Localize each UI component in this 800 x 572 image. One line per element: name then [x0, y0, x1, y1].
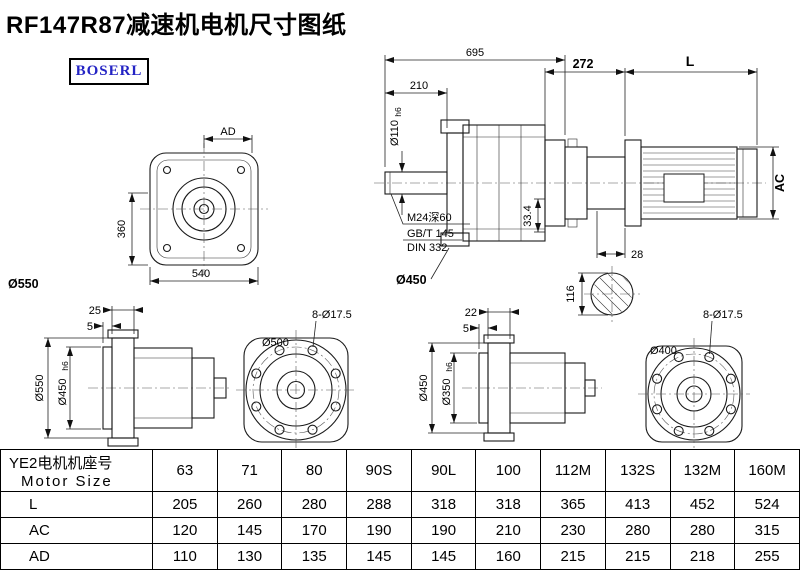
dim-210: 210 — [410, 80, 428, 92]
size-col-90s: 90S — [346, 449, 412, 492]
size-col-63: 63 — [152, 449, 218, 492]
size-col-71: 71 — [216, 449, 283, 492]
cell-l-8: 452 — [669, 491, 736, 518]
cell-ac-9: 315 — [734, 517, 800, 544]
view-flange450-side: 22 5 Ø450 Ø350 h6 — [418, 307, 602, 442]
cell-l-9: 524 — [734, 491, 800, 518]
dim-l: L — [686, 53, 695, 69]
dim-28: 28 — [631, 249, 643, 261]
dim-116: 116 — [565, 285, 577, 303]
dim-540: 540 — [192, 268, 210, 280]
dim-272: 272 — [573, 57, 594, 71]
dim-od-450: Ø450 — [418, 375, 430, 402]
cell-l-7: 413 — [604, 491, 671, 518]
dim-ad: AD — [220, 126, 235, 138]
view-gearmotor-side: 695 210 Ø110 h6 M24深60 GB/T 145 DIN 332 … — [374, 47, 787, 322]
header-line2: Motor Size — [21, 472, 113, 490]
table-row-ad: AD 110 130 135 145 145 160 215 215 218 2… — [0, 543, 800, 570]
cell-l-2: 280 — [281, 491, 348, 518]
row-label-l: L — [0, 491, 153, 518]
cell-ac-3: 190 — [346, 517, 412, 544]
cell-ac-4: 190 — [410, 517, 477, 544]
boserl-logo-text: BOSERL — [75, 63, 143, 79]
note-standard-gbt: GB/T 145 — [407, 228, 454, 240]
cell-ad-8: 218 — [669, 543, 736, 570]
view-housing-front: AD 360 540 Ø550 — [8, 126, 268, 291]
dim-spigot-450-tol: h6 — [60, 361, 70, 371]
size-col-112m: 112M — [540, 449, 606, 492]
page-title: RF147R87减速机电机尺寸图纸 — [6, 12, 347, 39]
cell-ac-8: 280 — [669, 517, 736, 544]
technical-drawing: AD 360 540 Ø550 — [8, 47, 787, 448]
row-label-ad: AD — [0, 543, 153, 570]
cell-ac-7: 280 — [604, 517, 671, 544]
dim-5a: 5 — [87, 321, 93, 333]
label-shaft-tolerance: h6 — [393, 107, 403, 117]
label-flange-450: Ø450 — [396, 273, 427, 287]
header-line1: YE2电机机座号 — [9, 454, 113, 472]
view-flange450-front: 8-Ø17.5 Ø400 — [638, 309, 750, 448]
label-shaft-diameter: Ø110 — [389, 120, 401, 146]
dim-ac: AC — [773, 174, 787, 192]
boserl-logo: BOSERL — [69, 58, 149, 85]
view-flange550-front: 8-Ø17.5 Ø500 — [236, 309, 356, 448]
cell-l-5: 318 — [475, 491, 542, 518]
dim-spigot-450: Ø450 — [57, 379, 69, 406]
dim-od-550: Ø550 — [34, 375, 46, 402]
size-col-90l: 90L — [410, 449, 477, 492]
cell-ad-2: 135 — [281, 543, 348, 570]
label-bolt-circle-400: Ø400 — [650, 345, 677, 357]
cell-ac-2: 170 — [281, 517, 348, 544]
cell-l-1: 260 — [216, 491, 283, 518]
cell-l-0: 205 — [152, 491, 218, 518]
dim-5b: 5 — [463, 323, 469, 335]
label-bolt-holes-a: 8-Ø17.5 — [312, 309, 352, 321]
table-row-l: L 205 260 280 288 318 318 365 413 452 52… — [0, 491, 800, 518]
label-bolt-circle-500: Ø500 — [262, 337, 289, 349]
table-header-row: YE2电机机座号 Motor Size 63 71 80 90S 90L 100… — [0, 449, 800, 492]
cell-ad-9: 255 — [734, 543, 800, 570]
motor-size-header-cell: YE2电机机座号 Motor Size — [0, 449, 153, 492]
label-bolt-holes-b: 8-Ø17.5 — [703, 309, 743, 321]
size-col-132s: 132S — [604, 449, 671, 492]
cell-ad-3: 145 — [346, 543, 412, 570]
cell-l-4: 318 — [410, 491, 477, 518]
size-col-100: 100 — [475, 449, 542, 492]
table-row-ac: AC 120 145 170 190 190 210 230 280 280 3… — [0, 517, 800, 544]
size-col-160m: 160M — [734, 449, 800, 492]
dim-spigot-350-tol: h6 — [444, 362, 454, 372]
cell-ad-7: 215 — [604, 543, 671, 570]
cell-ac-0: 120 — [152, 517, 218, 544]
cell-ac-6: 230 — [540, 517, 606, 544]
note-tap-hole: M24深60 — [407, 211, 452, 224]
size-col-80: 80 — [281, 449, 348, 492]
cell-ad-5: 160 — [475, 543, 542, 570]
cell-l-6: 365 — [540, 491, 606, 518]
dim-695: 695 — [466, 47, 484, 59]
dim-22: 22 — [465, 307, 477, 319]
motor-dimension-table: YE2电机机座号 Motor Size 63 71 80 90S 90L 100… — [0, 449, 800, 570]
dim-25: 25 — [89, 305, 101, 317]
cell-l-3: 288 — [346, 491, 412, 518]
dim-33-4: 33.4 — [522, 205, 534, 226]
cell-ac-1: 145 — [216, 517, 283, 544]
cell-ad-0: 110 — [152, 543, 218, 570]
cell-ad-6: 215 — [540, 543, 606, 570]
label-od-550: Ø550 — [8, 277, 39, 291]
note-standard-din: DIN 332 — [407, 242, 447, 254]
cell-ad-1: 130 — [216, 543, 283, 570]
dim-spigot-350: Ø350 — [441, 379, 453, 406]
size-col-132m: 132M — [669, 449, 736, 492]
dim-360: 360 — [116, 220, 128, 238]
cell-ac-5: 210 — [475, 517, 542, 544]
view-flange550-side: 25 5 Ø550 Ø450 h6 — [34, 305, 232, 447]
row-label-ac: AC — [0, 517, 153, 544]
cell-ad-4: 145 — [410, 543, 477, 570]
